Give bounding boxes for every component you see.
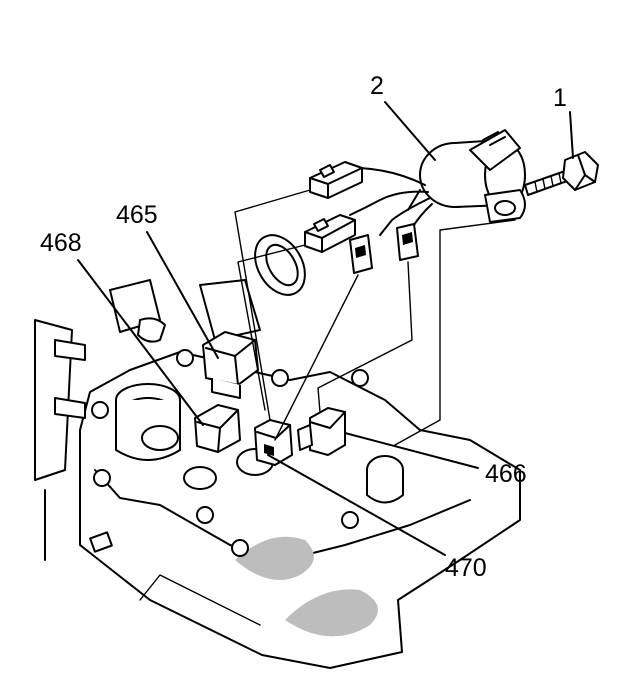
connector-lower-b [396, 223, 419, 261]
callout-465: 465 [116, 201, 158, 229]
leader-lines [77, 101, 574, 556]
connector-middle [304, 214, 356, 253]
valve-body-plate [79, 351, 521, 669]
callout-466: 466 [485, 460, 527, 488]
connector-lower-a [349, 234, 373, 274]
routing-lines [234, 189, 516, 446]
case-wall [34, 279, 261, 561]
case-bore-oring [254, 234, 306, 296]
connector-top [309, 161, 363, 199]
solenoid-466 [297, 407, 346, 456]
solenoid-468 [194, 404, 241, 453]
harness-connector-body [419, 129, 526, 223]
solenoid-470 [254, 419, 293, 466]
callout-2: 2 [370, 72, 384, 100]
callout-1: 1 [553, 84, 567, 112]
solenoid-465 [202, 331, 259, 399]
bolt [524, 151, 599, 196]
callout-468: 468 [40, 229, 82, 257]
callout-470: 470 [445, 554, 487, 582]
